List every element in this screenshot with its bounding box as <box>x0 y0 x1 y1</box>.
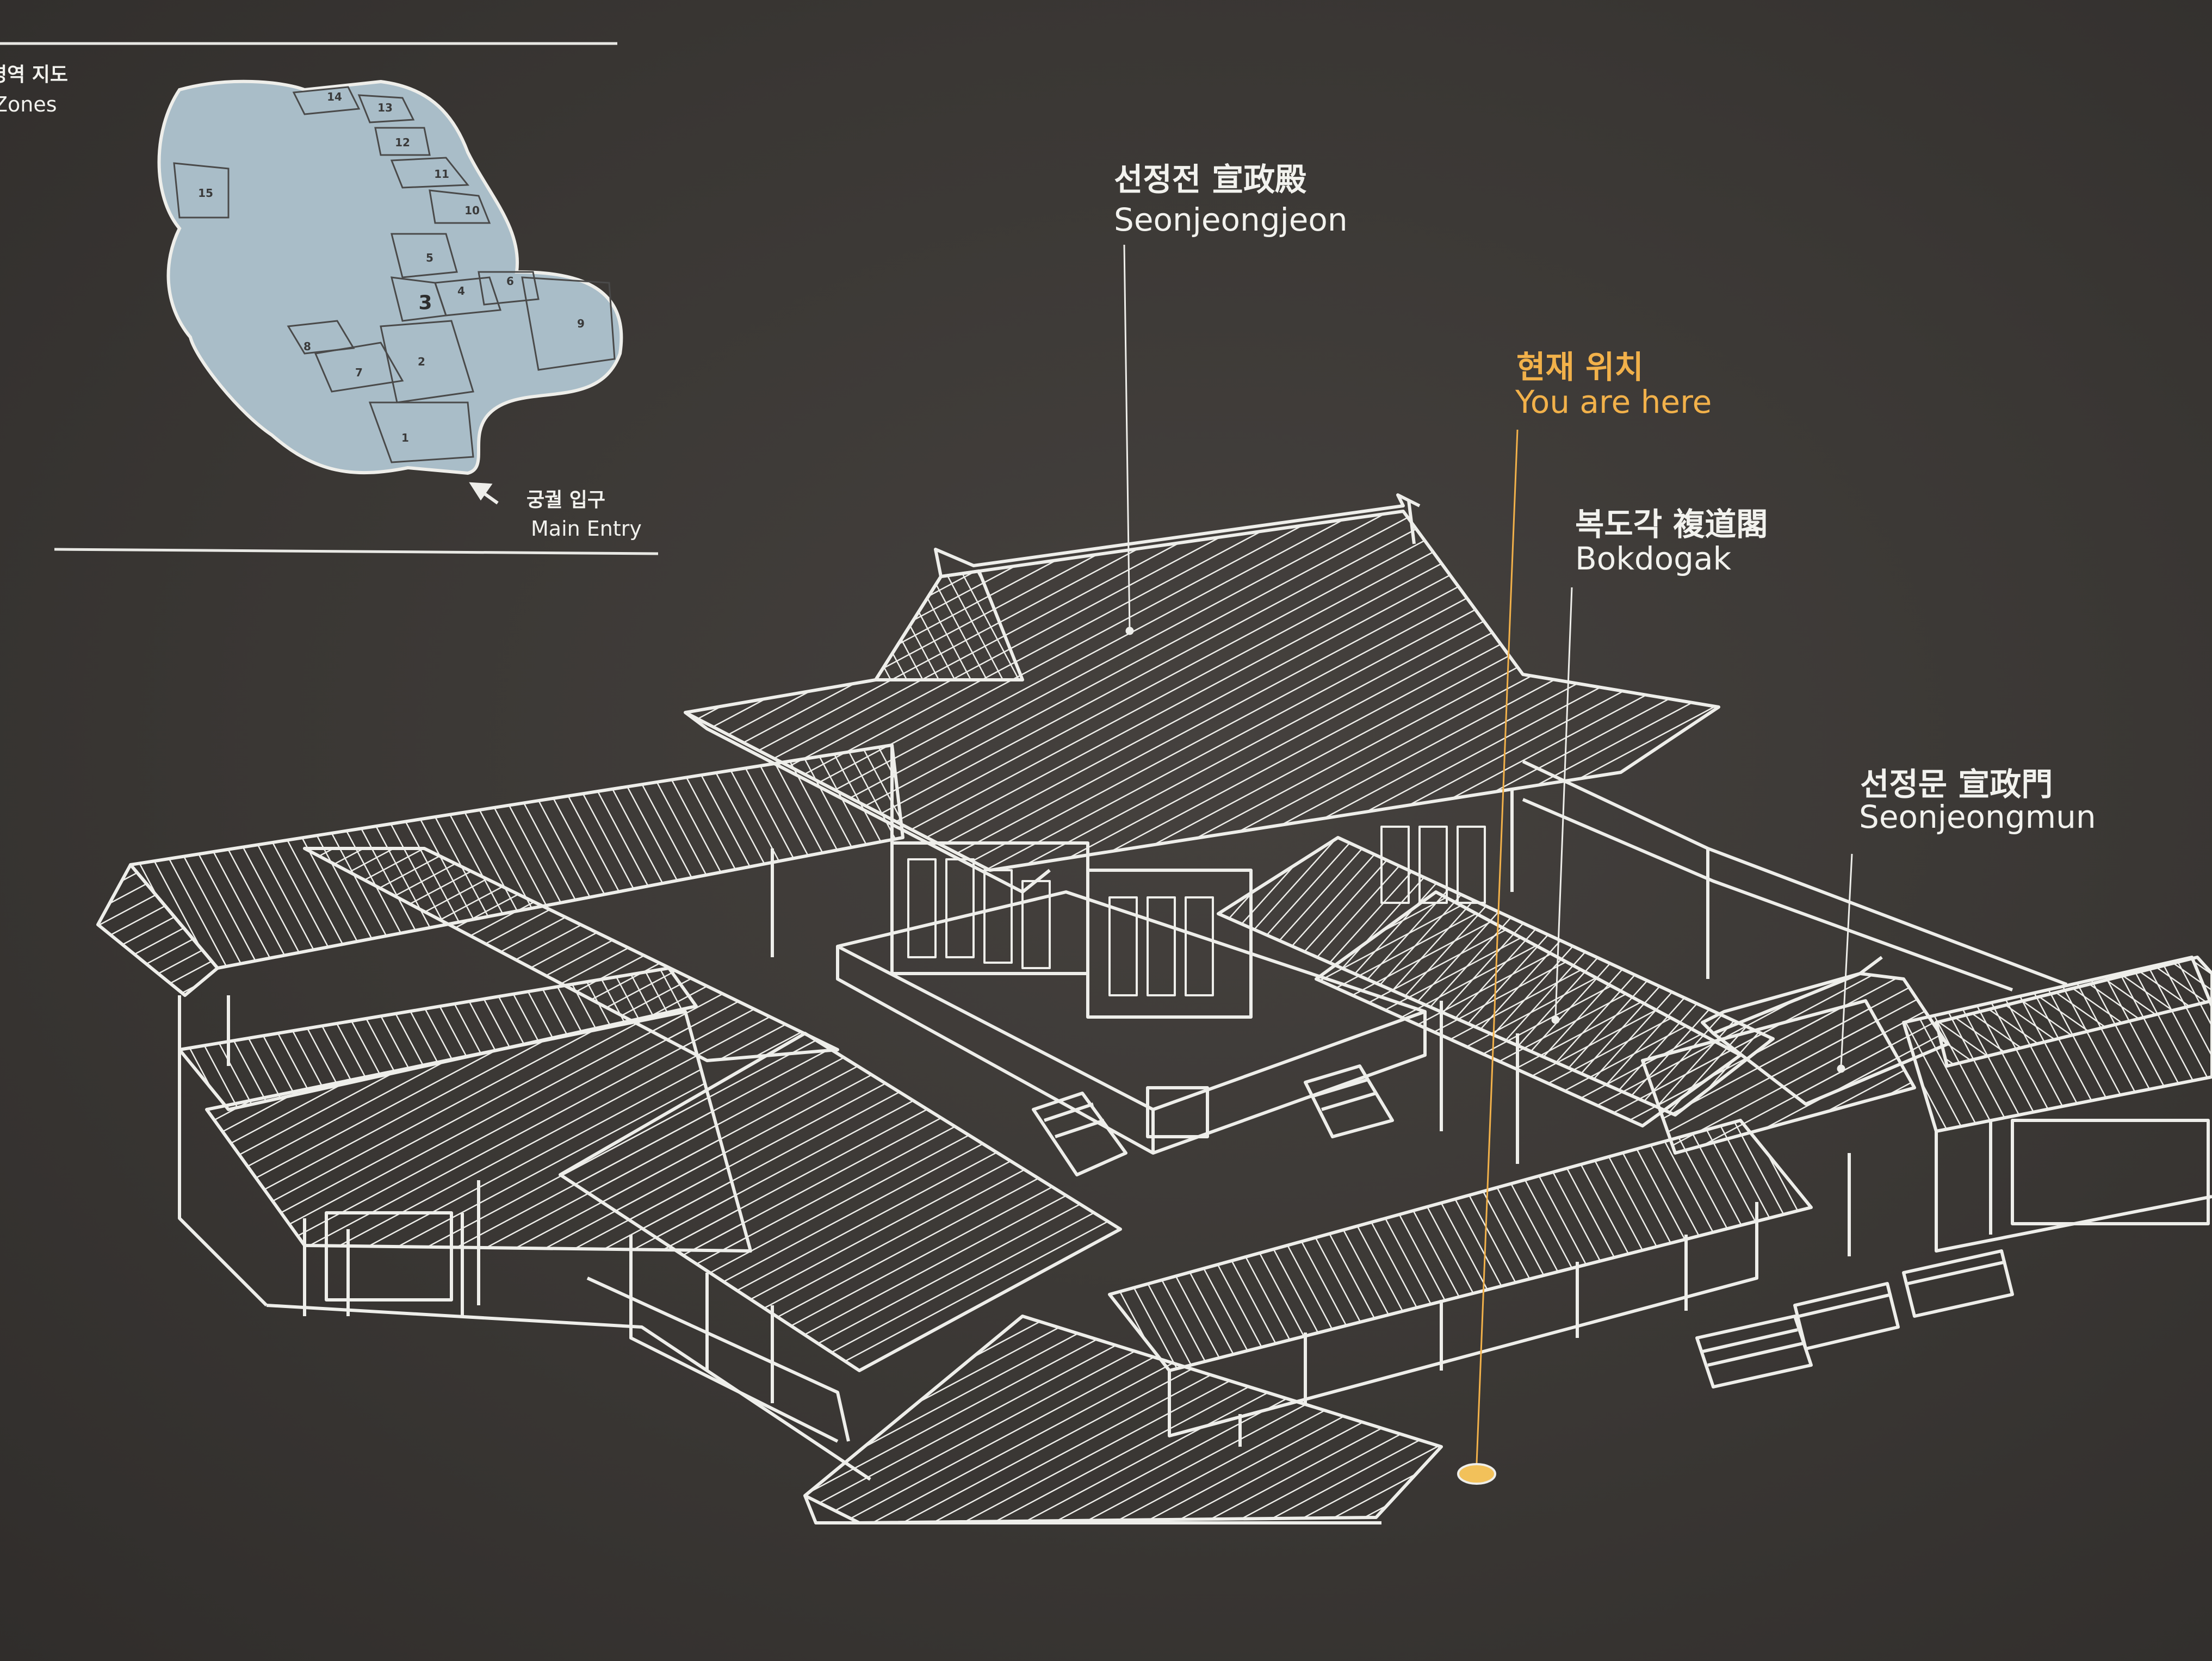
zone-minimap <box>157 79 623 505</box>
bokdogak-label-en: Bokdogak <box>1575 540 1732 577</box>
zone-1[interactable]: 1 <box>401 431 409 444</box>
zone-2[interactable]: 2 <box>418 355 425 368</box>
zone-6[interactable]: 6 <box>506 275 514 288</box>
zone-3-current[interactable]: 3 <box>418 292 432 314</box>
you-are-here-marker <box>1457 1463 1496 1485</box>
you-are-here-label-en: You are here <box>1515 383 1712 420</box>
zone-15[interactable]: 15 <box>198 187 213 200</box>
seonjeongjeon-label-en: Seonjeongjeon <box>1114 201 1348 238</box>
minimap-title-ko: 영역 지도 <box>0 64 69 86</box>
zone-10[interactable]: 10 <box>464 204 480 217</box>
seonjeongmun-label-en: Seonjeongmun <box>1859 798 2096 835</box>
seonjeongmun-label-ko: 선정문 宣政門 <box>1860 766 2053 803</box>
bokdogak-label-ko: 복도각 複道閣 <box>1575 506 1768 543</box>
you-are-here-label-ko: 현재 위치 <box>1516 349 1644 386</box>
zone-12[interactable]: 12 <box>395 136 410 149</box>
main-entry-label-en: Main Entry <box>531 517 642 541</box>
zone-13[interactable]: 13 <box>377 101 393 114</box>
zone-7[interactable]: 7 <box>355 366 363 379</box>
minimap-title-en: Zones <box>0 92 57 116</box>
seonjeongjeon-label-ko: 선정전 宣政殿 <box>1114 161 1307 198</box>
zone-4[interactable]: 4 <box>457 284 465 298</box>
zone-11[interactable]: 11 <box>434 168 449 181</box>
zone-8[interactable]: 8 <box>303 340 311 353</box>
zone-14[interactable]: 14 <box>327 90 342 103</box>
zone-9[interactable]: 9 <box>577 317 585 330</box>
main-entry-label-ko: 궁궐 입구 <box>526 489 606 511</box>
zone-5[interactable]: 5 <box>426 251 433 264</box>
